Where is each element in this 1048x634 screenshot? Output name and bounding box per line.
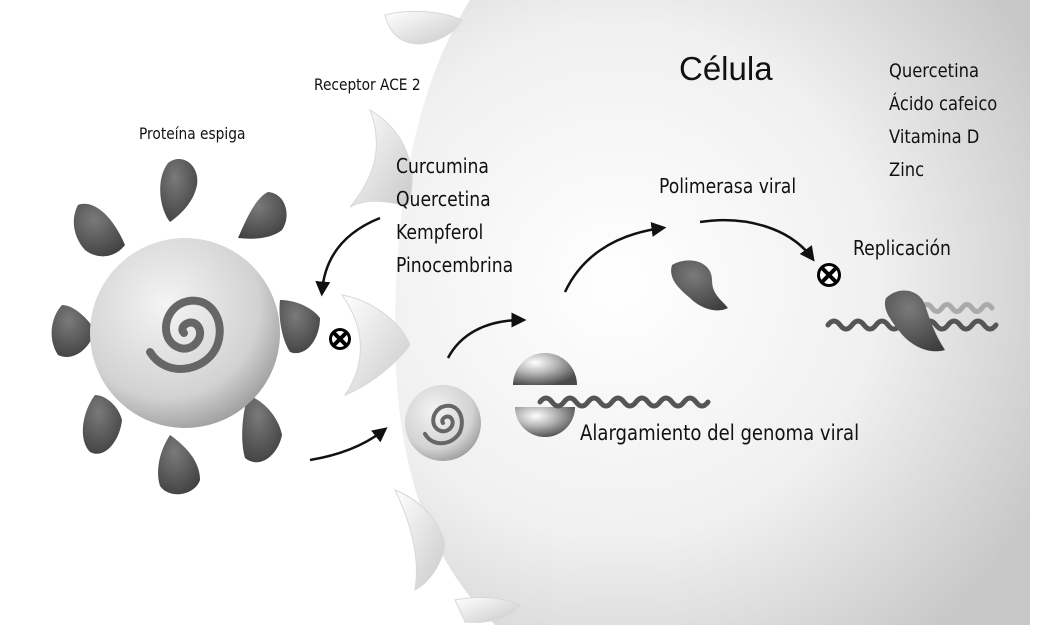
ace2-receptor-icon [340,10,521,623]
curved-arrow-icon [309,216,815,462]
virus-genome-spiral [146,296,224,373]
entry-inhibitor-item: Quercetina [396,187,491,211]
genome-elongation-label: Alargamiento del genoma viral [580,421,860,445]
replication-inhibitor-item: Quercetina [889,60,979,82]
cell-body [395,0,1030,625]
entry-inhibitor-list: Curcumina Quercetina Kempferol Pinocembr… [396,150,532,282]
viral-polymerase-label: Polimerasa viral [659,174,797,198]
spike-protein-label: Proteína espiga [139,124,246,143]
polymerase-icon [671,260,728,311]
capsid-bottom-half [515,407,575,437]
receptor-label: Receptor ACE 2 [314,75,421,94]
replication-inhibitor-item: Vitamina D [889,126,980,148]
entry-inhibitor-item: Curcumina [396,154,489,178]
entry-inhibitor-item: Pinocembrina [396,253,514,277]
replication-inhibitor-list: Quercetina Ácido cafeico Vitamina D Zinc [889,55,1015,187]
capsid-top-half [513,353,577,385]
replication-inhibitor-item: Ácido cafeico [889,93,998,115]
inhibition-x-icon [329,328,351,350]
replication-new-rna-strand [919,302,995,314]
internalized-genome-spiral [423,403,464,446]
spike-protein-icons [51,158,320,495]
cell-label: Célula [679,50,773,87]
inhibition-x-icon [817,263,841,287]
replication-polymerase-icon [884,290,945,352]
replication-inhibitor-item: Zinc [889,159,925,181]
entry-inhibitor-item: Kempferol [396,220,484,244]
rna-strand-icon [537,395,711,409]
replication-label: Replicación [853,236,951,260]
